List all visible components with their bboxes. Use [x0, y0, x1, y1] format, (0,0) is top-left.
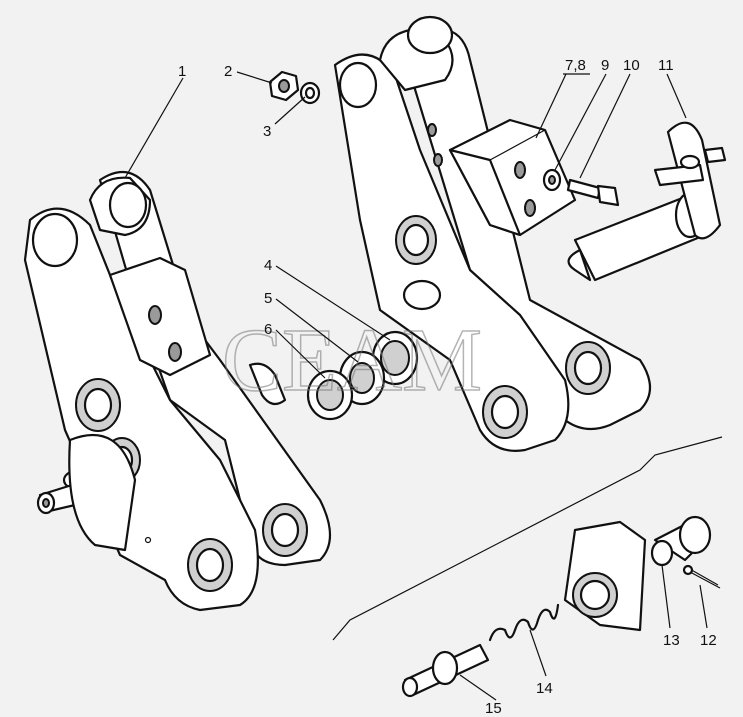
callout-14: 14: [536, 680, 553, 697]
callout-7-8: 7,8: [565, 57, 586, 74]
callout-6: 6: [264, 321, 272, 338]
front-bracket: [23, 170, 331, 612]
lower-parts: [401, 515, 721, 698]
callout-11: 11: [658, 57, 674, 74]
callout-1: 1: [178, 63, 186, 80]
callout-12: 12: [700, 632, 717, 649]
callout-3: 3: [263, 123, 271, 140]
nut-and-washer: [268, 70, 321, 105]
pivot-rod-assembly: [567, 121, 727, 282]
callout-13: 13: [663, 632, 680, 649]
section-boundary-line: [332, 436, 723, 641]
washer-and-bolt: [542, 168, 620, 207]
callout-15: 15: [485, 700, 502, 717]
rear-bracket-assembly: [333, 15, 652, 452]
callout-4: 4: [264, 257, 272, 274]
clamp-block: [448, 118, 577, 237]
callout-2: 2: [224, 63, 232, 80]
leader-lines: [124, 71, 708, 701]
callout-10: 10: [623, 57, 640, 74]
callout-5: 5: [264, 290, 272, 307]
locking-washers-and-nut: [248, 330, 419, 421]
watermark: CEAM: [222, 311, 482, 410]
callout-9: 9: [601, 57, 609, 74]
